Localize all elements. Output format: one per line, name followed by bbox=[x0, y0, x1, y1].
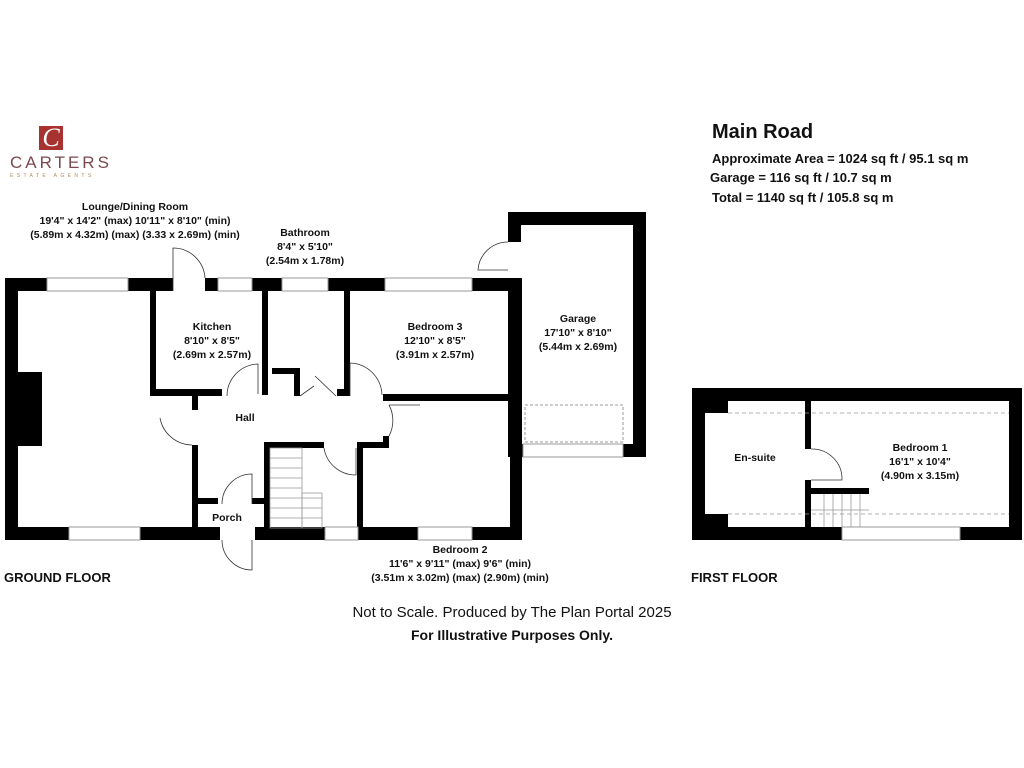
property-title: Main Road bbox=[712, 121, 814, 143]
room-dims-metric: (3.91m x 2.57m) bbox=[395, 349, 475, 361]
ground-floor-windows bbox=[46, 277, 624, 541]
room-dims-metric: (2.54m x 1.78m) bbox=[265, 255, 345, 267]
garage-door-outline bbox=[524, 404, 624, 443]
ground-floor-label: GROUND FLOOR bbox=[4, 570, 111, 585]
logo-letter: C bbox=[42, 123, 60, 152]
room-kitchen: Kitchen 8'10" x 8'5" (2.69m x 2.57m) bbox=[160, 320, 264, 362]
room-name: Hall bbox=[235, 412, 255, 424]
room-dims-metric: (5.44m x 2.69m) bbox=[538, 341, 618, 353]
approximate-area: Approximate Area = 1024 sq ft / 95.1 sq … bbox=[712, 151, 969, 166]
ground-floor-walls bbox=[5, 212, 646, 540]
room-dims-imperial: 19'4" x 14'2" (max) 10'11" x 8'10" (min) bbox=[39, 215, 231, 227]
room-name: Kitchen bbox=[192, 321, 232, 333]
room-name: Garage bbox=[559, 313, 597, 325]
room-garage: Garage 17'10" x 8'10" (5.44m x 2.69m) bbox=[523, 312, 633, 354]
total-area: Total = 1140 sq ft / 105.8 sq m bbox=[712, 190, 894, 205]
first-floor-walls bbox=[692, 388, 1022, 540]
room-dims-imperial: 8'4" x 5'10" bbox=[277, 241, 333, 253]
room-name: Bedroom 3 bbox=[407, 321, 463, 333]
first-floor-door-swing bbox=[810, 448, 843, 481]
room-bathroom: Bathroom 8'4" x 5'10" (2.54m x 1.78m) bbox=[255, 226, 355, 268]
brand-name: CARTERS bbox=[10, 153, 112, 172]
disclaimer-scale: Not to Scale. Produced by The Plan Porta… bbox=[352, 604, 672, 621]
room-bedroom1: Bedroom 1 16'1" x 10'4" (4.90m x 3.15m) bbox=[860, 441, 980, 483]
room-dims-metric: (4.90m x 3.15m) bbox=[880, 470, 960, 482]
room-dims-imperial: 8'10" x 8'5" bbox=[184, 335, 240, 347]
room-porch: Porch bbox=[197, 511, 257, 525]
first-floor-stairs bbox=[811, 494, 869, 527]
room-name: Bedroom 1 bbox=[892, 442, 948, 454]
room-dims-metric: (2.69m x 2.57m) bbox=[172, 349, 252, 361]
disclaimer-illustrative: For Illustrative Purposes Only. bbox=[410, 627, 613, 643]
logo-mark: C bbox=[39, 123, 63, 152]
room-bedroom2: Bedroom 2 11'6" x 9'11" (max) 9'6" (min)… bbox=[350, 543, 570, 585]
room-name: Bedroom 2 bbox=[432, 544, 488, 556]
door-swings bbox=[159, 241, 509, 571]
room-name: Porch bbox=[212, 512, 242, 524]
garage-area: Garage = 116 sq ft / 10.7 sq m bbox=[710, 170, 892, 185]
brand-tagline: ESTATE AGENTS bbox=[10, 173, 95, 179]
room-dims-imperial: 17'10" x 8'10" bbox=[544, 327, 612, 339]
room-dims-imperial: 16'1" x 10'4" bbox=[889, 456, 951, 468]
room-dims-metric: (5.89m x 4.32m) (max) (3.33 x 2.69m) (mi… bbox=[30, 229, 240, 241]
first-floor-label: FIRST FLOOR bbox=[691, 570, 778, 585]
room-ensuite: En-suite bbox=[720, 451, 790, 465]
room-name: Lounge/Dining Room bbox=[81, 201, 189, 213]
first-floor-sloped-ceiling bbox=[728, 412, 1009, 515]
room-lounge: Lounge/Dining Room 19'4" x 14'2" (max) 1… bbox=[10, 200, 260, 242]
room-dims-imperial: 11'6" x 9'11" (max) 9'6" (min) bbox=[388, 558, 532, 570]
room-hall: Hall bbox=[225, 411, 265, 425]
room-bedroom3: Bedroom 3 12'10" x 8'5" (3.91m x 2.57m) bbox=[375, 320, 495, 362]
room-dims-imperial: 12'10" x 8'5" bbox=[404, 335, 466, 347]
first-floor-window bbox=[841, 526, 961, 541]
room-name: En-suite bbox=[734, 452, 776, 464]
room-name: Bathroom bbox=[280, 227, 330, 239]
room-dims-metric: (3.51m x 3.02m) (max) (2.90m) (min) bbox=[371, 572, 549, 584]
ground-stairs bbox=[269, 447, 323, 529]
